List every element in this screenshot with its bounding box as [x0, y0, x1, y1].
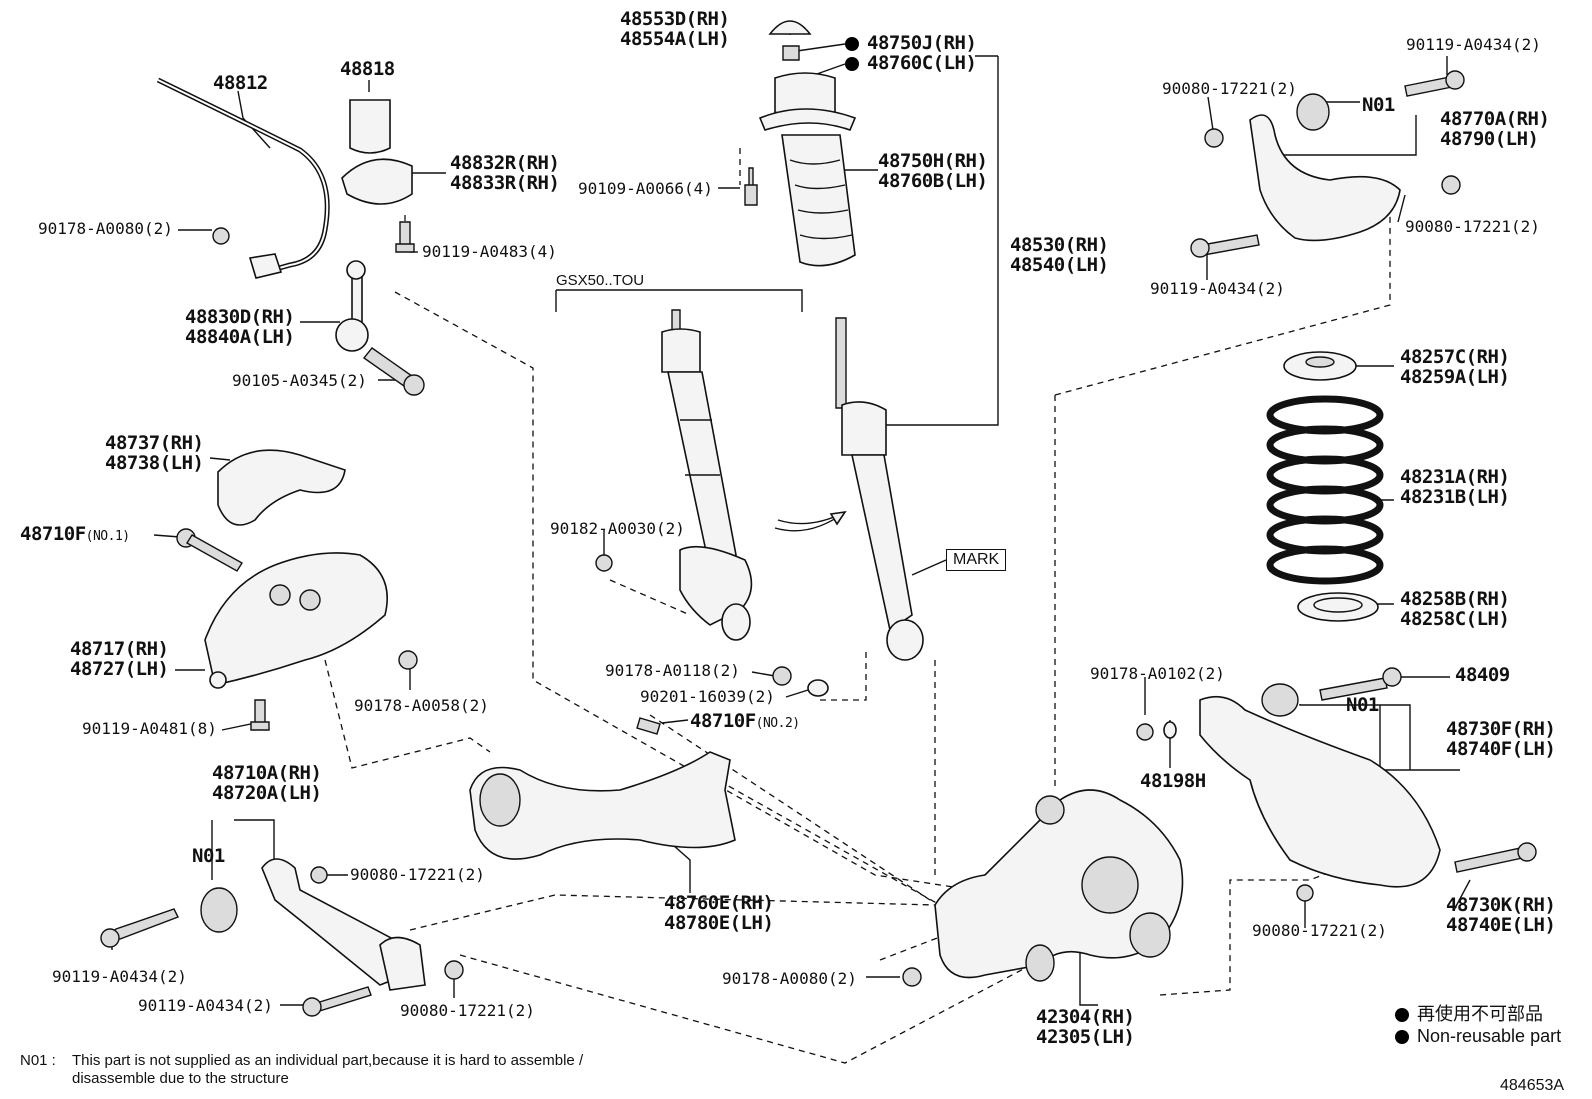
stabilizer-bar: [156, 77, 330, 275]
label-48710a-lh: 48720A(LH): [212, 782, 322, 804]
label-90119-a0434-d: 90119-A0434(2): [1150, 279, 1285, 298]
label-90119-a0434-c: 90119-A0434(2): [1406, 35, 1541, 54]
non-reusable-dot-icon: [845, 56, 859, 71]
label-48231-lh: 48231B(LH): [1400, 486, 1510, 508]
label-48198h: 48198H: [1140, 770, 1206, 792]
label-90178-a0058: 90178-A0058(2): [354, 696, 489, 715]
non-reusable-dot-icon: [845, 36, 859, 51]
footnote-line-2: disassemble due to the structure: [72, 1070, 289, 1087]
label-42304-rh: 42304(RH): [1036, 1006, 1135, 1028]
label-48553-lh: 48554A(LH): [620, 28, 730, 50]
label-90182: 90182-A0030(2): [550, 519, 685, 538]
arm-bushing: [200, 887, 238, 933]
label-48812: 48812: [213, 72, 268, 94]
label-48730f-rh: 48730F(RH): [1446, 718, 1556, 740]
label-48818: 48818: [340, 58, 395, 80]
legend-japanese: 再使用不可部品: [1395, 1000, 1543, 1026]
lower-spring-seat: [1297, 592, 1379, 622]
suspension-shield: [217, 449, 346, 526]
label-90080-c: 90080-17221(2): [1162, 79, 1297, 98]
label-48257-lh: 48259A(LH): [1400, 366, 1510, 388]
label-48710a-rh: 48710A(RH): [212, 762, 322, 784]
label-48770-lh: 48790(LH): [1440, 128, 1539, 150]
label-90080-e: 90080-17221(2): [1252, 921, 1387, 940]
label-90201: 90201-16039(2): [640, 687, 775, 706]
label-n01-lower: N01: [1346, 694, 1379, 716]
label-48553-rh: 48553D(RH): [620, 8, 730, 30]
non-reusable-dot-icon: [1395, 1008, 1409, 1023]
bump-stop-boot: [781, 134, 856, 267]
label-48832-rh: 48832R(RH): [450, 152, 560, 174]
label-48710f-no2: 48710F(NO.2): [690, 710, 800, 732]
label-n01-left: N01: [192, 845, 225, 867]
mark-label: MARK: [946, 549, 1007, 571]
label-90119-a0483: 90119-A0483(4): [422, 242, 557, 261]
label-90080-a: 90080-17221(2): [350, 865, 485, 884]
label-90109: 90109-A0066(4): [578, 179, 713, 198]
label-48730k-lh: 48740E(LH): [1446, 914, 1556, 936]
label-48830-rh: 48830D(RH): [185, 306, 295, 328]
label-48730k-rh: 48730K(RH): [1446, 894, 1556, 916]
label-48750j-lh: 48760C(LH): [845, 52, 977, 74]
label-90178-a0118: 90178-A0118(2): [605, 661, 740, 680]
label-n01-upper: N01: [1362, 94, 1395, 116]
label-48737-lh: 48738(LH): [105, 452, 204, 474]
lower-control-arm-no2: [1199, 695, 1441, 888]
label-90119-a0481: 90119-A0481(8): [82, 719, 217, 738]
label-90105: 90105-A0345(2): [232, 371, 367, 390]
shock-rod-gsx50: [671, 309, 681, 331]
label-90119-a0434-a: 90119-A0434(2): [52, 967, 187, 986]
label-90080-b: 90080-17221(2): [400, 1001, 535, 1020]
label-48710f-no1: 48710F(NO.1): [20, 523, 130, 545]
lower-control-arm-no1: [261, 858, 406, 986]
suspension-member-brace: [204, 552, 389, 686]
label-48760e-lh: 48780E(LH): [664, 912, 774, 934]
label-48257-rh: 48257C(RH): [1400, 346, 1510, 368]
label-48717-lh: 48727(LH): [70, 658, 169, 680]
bushing-bracket: [341, 158, 413, 205]
non-reusable-dot-icon: [1395, 1030, 1409, 1045]
label-48231-rh: 48231A(RH): [1400, 466, 1510, 488]
upper-control-arm: [1249, 114, 1401, 242]
shock-absorber-gsx50: [667, 371, 737, 572]
label-90080-d: 90080-17221(2): [1405, 217, 1540, 236]
footnote-key: N01 :: [20, 1052, 56, 1069]
label-48530-rh: 48530(RH): [1010, 234, 1109, 256]
label-48730f-lh: 48740F(LH): [1446, 738, 1556, 760]
coil-spring: [1266, 395, 1384, 585]
footnote-line-1: This part is not supplied as an individu…: [72, 1052, 584, 1069]
label-48750h-lh: 48760B(LH): [878, 170, 988, 192]
label-90178-a0080-bottom: 90178-A0080(2): [722, 969, 857, 988]
shock-absorber: [851, 454, 913, 632]
variant-label: GSX50..TOU: [556, 272, 645, 289]
label-48258-rh: 48258B(RH): [1400, 588, 1510, 610]
label-48258-lh: 48258C(LH): [1400, 608, 1510, 630]
label-42304-lh: 42305(LH): [1036, 1026, 1135, 1048]
dust-cap: [768, 20, 812, 35]
label-48717-rh: 48717(RH): [70, 638, 169, 660]
label-48770-rh: 48770A(RH): [1440, 108, 1550, 130]
trailing-arm: [469, 751, 736, 860]
legend-english: Non-reusable part: [1395, 1026, 1561, 1047]
shock-rod: [835, 317, 847, 409]
label-48832-lh: 48833R(RH): [450, 172, 560, 194]
label-48750j-rh: 48750J(RH): [845, 32, 977, 54]
label-48409: 48409: [1455, 664, 1510, 686]
diagram-code: 484653A: [1500, 1077, 1565, 1094]
label-48530-lh: 48540(LH): [1010, 254, 1109, 276]
label-90178-a0080-top: 90178-A0080(2): [38, 219, 173, 238]
stabilizer-bushing: [349, 99, 391, 154]
label-48760e-rh: 48760E(RH): [664, 892, 774, 914]
label-90178-a0102: 90178-A0102(2): [1090, 664, 1225, 683]
label-48750h-rh: 48750H(RH): [878, 150, 988, 172]
nut: [782, 45, 800, 61]
label-48830-lh: 48840A(LH): [185, 326, 295, 348]
label-90119-a0434-b: 90119-A0434(2): [138, 996, 273, 1015]
label-48737-rh: 48737(RH): [105, 432, 204, 454]
